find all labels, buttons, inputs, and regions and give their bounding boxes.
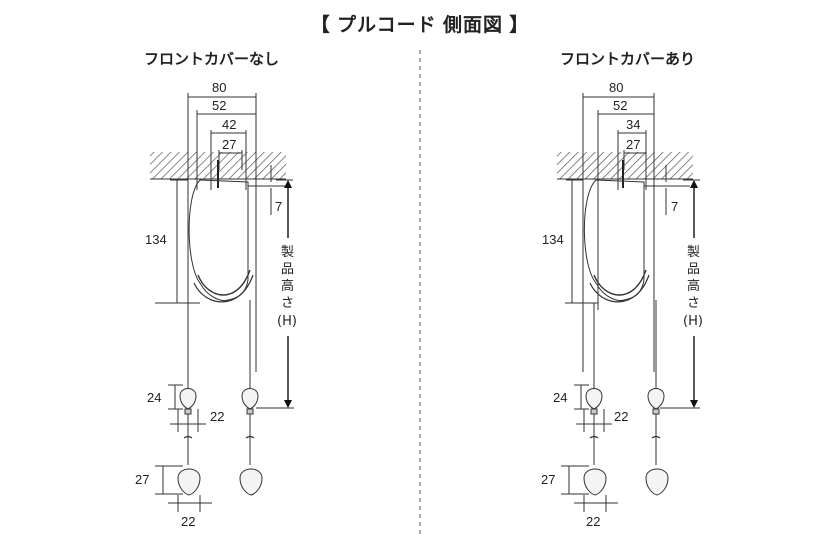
dim-knob-height-24: 24 [147, 390, 161, 405]
panel-left [150, 93, 294, 512]
pull-knob-upper-left [585, 388, 603, 410]
bottom-weight-right [239, 468, 263, 496]
dim-knob-height-24: 24 [553, 390, 567, 405]
panel-right [557, 93, 700, 512]
dim-gap-7: 7 [275, 199, 282, 214]
product-height-char-3: 高 [281, 278, 294, 294]
pull-knob-upper-right [647, 388, 665, 410]
subtitle-with-front-cover: フロントカバーあり [560, 51, 696, 68]
product-height-char-4: さ [281, 296, 294, 311]
dim-knob-width-22: 22 [210, 409, 224, 424]
head-rail-body [188, 179, 249, 301]
dim-width-27: 27 [626, 137, 640, 152]
dim-weight-width-22: 22 [181, 514, 195, 529]
subtitle-no-front-cover: フロントカバーなし [144, 51, 280, 68]
dim-width-80: 80 [212, 80, 226, 95]
bottom-weight-left [583, 468, 607, 496]
product-height-symbol: (H) [683, 314, 703, 329]
dim-knob-width-22: 22 [614, 409, 628, 424]
dim-weight-height-27: 27 [135, 472, 149, 487]
panel-left-labels: 80 52 42 27 134 7 製 品 高 さ (H) 24 22 27 2… [135, 80, 297, 529]
dim-height-134: 134 [145, 232, 167, 247]
dim-height-134: 134 [542, 232, 564, 247]
dim-width-34: 34 [626, 117, 640, 132]
head-rail-body [583, 179, 645, 301]
pull-knob-upper-left [179, 388, 197, 410]
page-title: 【 プルコード 側面図 】 [310, 15, 530, 36]
bottom-weight-right [645, 468, 669, 496]
ceiling-hatch [557, 152, 693, 179]
dim-gap-7: 7 [671, 199, 678, 214]
product-height-char-3: 高 [687, 278, 700, 294]
pull-knob-upper-right [241, 388, 259, 410]
product-height-symbol: (H) [277, 314, 297, 329]
dim-width-80: 80 [609, 80, 623, 95]
dim-width-42: 42 [222, 117, 236, 132]
product-height-char-1: 製 [687, 245, 700, 260]
panel-right-labels: 80 52 34 27 134 7 製 品 高 さ (H) 24 22 27 2… [541, 80, 703, 529]
dim-weight-width-22: 22 [586, 514, 600, 529]
dim-weight-height-27: 27 [541, 472, 555, 487]
dim-width-27: 27 [222, 137, 236, 152]
dim-width-52: 52 [212, 98, 226, 113]
product-height-char-4: さ [687, 296, 700, 311]
product-height-char-2: 品 [687, 262, 700, 277]
bottom-weight-left [177, 468, 201, 496]
product-height-char-2: 品 [281, 262, 294, 277]
product-height-char-1: 製 [281, 245, 294, 260]
dim-width-52: 52 [613, 98, 627, 113]
